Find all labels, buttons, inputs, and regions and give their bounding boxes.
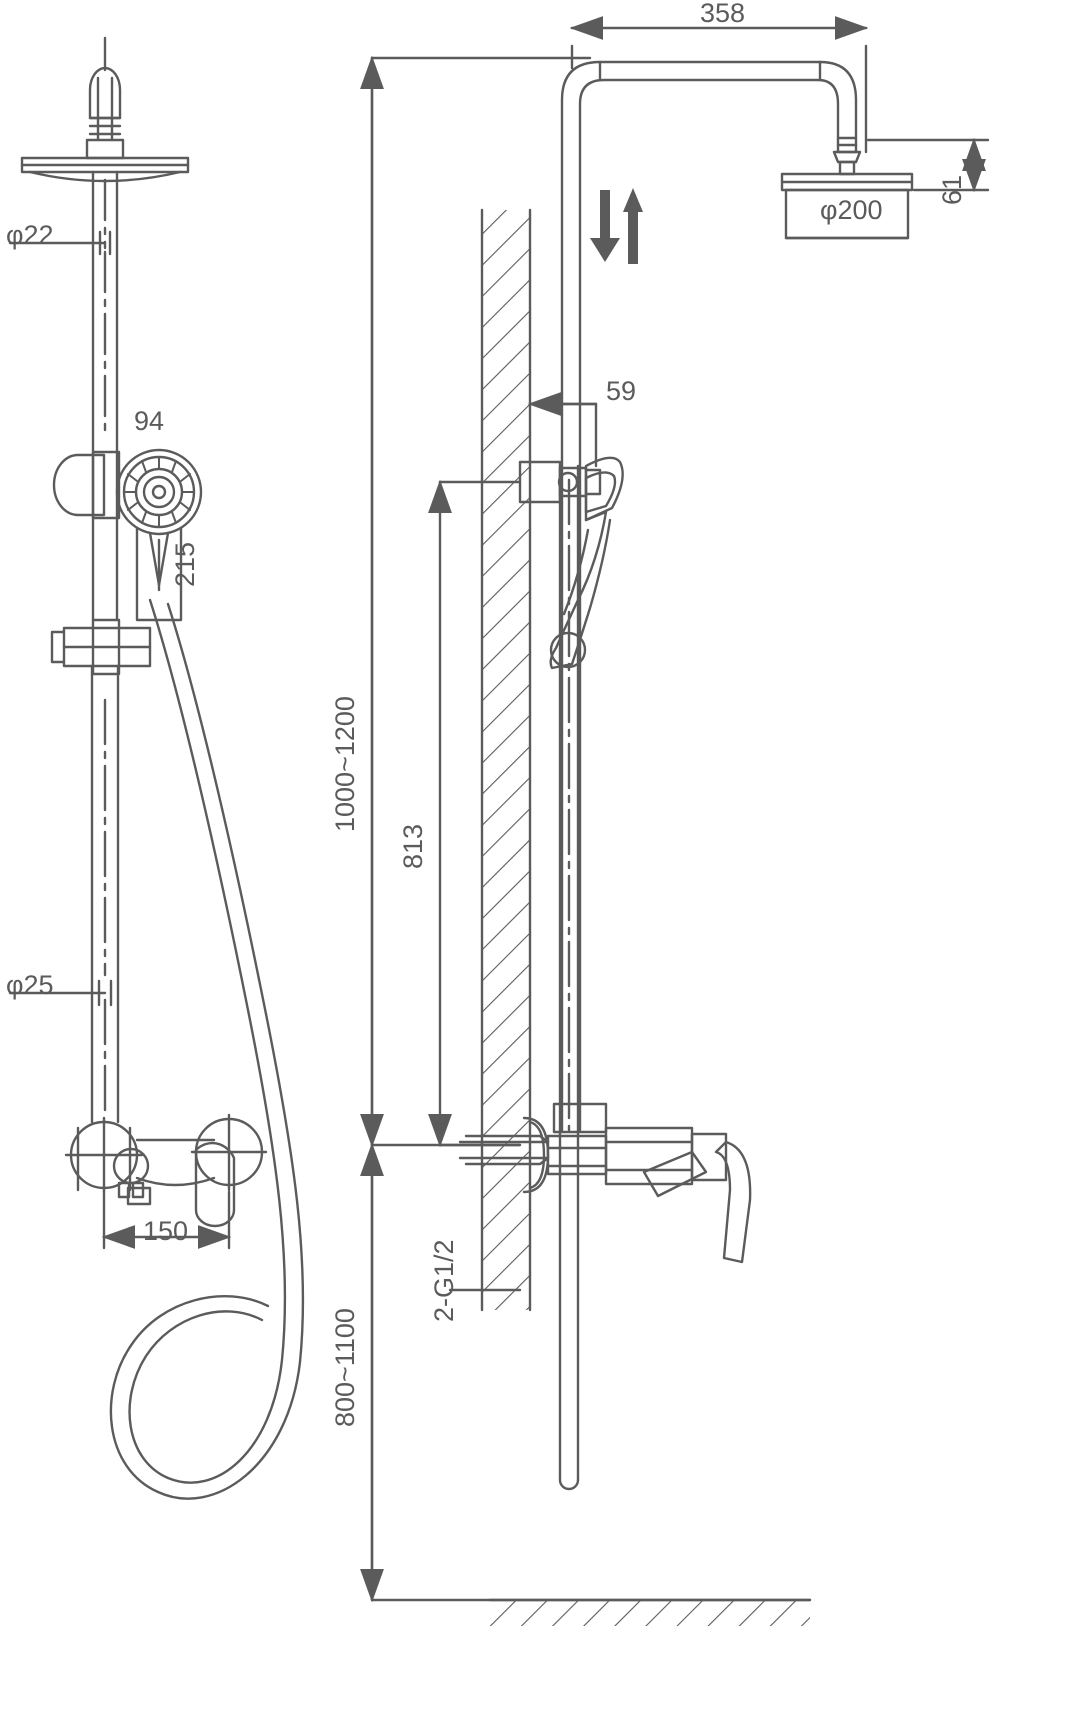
- shower-arm-side: [560, 60, 858, 1132]
- dim-label-61: 61: [937, 174, 967, 205]
- dim-label-150: 150: [143, 1216, 189, 1246]
- dim-label-phi22: φ22: [6, 220, 54, 250]
- dim-label-800-1100: 800~1100: [330, 1308, 360, 1427]
- dim-label-2-g1-2: 2-G1/2: [429, 1239, 459, 1322]
- dim-label-59: 59: [606, 376, 637, 406]
- front-elevation-view: [8, 36, 305, 1500]
- dim-label-215: 215: [170, 541, 200, 587]
- overhead-shower-head-front: [20, 156, 190, 183]
- dim-150: [101, 1190, 232, 1250]
- flexible-hose-front: [109, 598, 305, 1500]
- top-connector: [85, 36, 125, 160]
- mixer-body-front: [64, 1113, 268, 1228]
- wall-section: [480, 208, 532, 1312]
- dim-61: [866, 137, 990, 193]
- dim-label-phi25: φ25: [6, 970, 54, 1000]
- dim-phi22: [8, 230, 112, 256]
- dim-label-94: 94: [134, 406, 165, 436]
- up-arrow-icon: [623, 188, 643, 264]
- handshower-side: [549, 456, 624, 670]
- floor-section: [488, 1598, 812, 1626]
- dim-label-phi200: φ200: [820, 195, 883, 225]
- mixer-side: [458, 1102, 752, 1264]
- handshower-holder-side: [518, 460, 602, 504]
- side-elevation-view: [360, 16, 990, 1626]
- upper-riser-pipe: [91, 170, 119, 622]
- dim-358: [569, 16, 869, 154]
- projection-frame: [370, 56, 812, 1602]
- handshower-holder-front: [52, 450, 121, 520]
- lower-riser-pipe: [90, 664, 120, 1124]
- dim-59: [527, 392, 598, 468]
- dim-label-358: 358: [700, 0, 746, 28]
- arm-head-swivel: [832, 136, 862, 176]
- flow-arrows: [590, 188, 643, 264]
- dim-phi25: [8, 979, 113, 1007]
- down-arrow-icon: [590, 190, 620, 262]
- dim-label-813: 813: [398, 823, 428, 869]
- handshower-head-front: [115, 448, 203, 622]
- dim-1000-1200: [360, 55, 522, 1148]
- dim-label-1000-1200: 1000~1200: [330, 696, 360, 832]
- slidebar-bracket-front: [50, 618, 152, 676]
